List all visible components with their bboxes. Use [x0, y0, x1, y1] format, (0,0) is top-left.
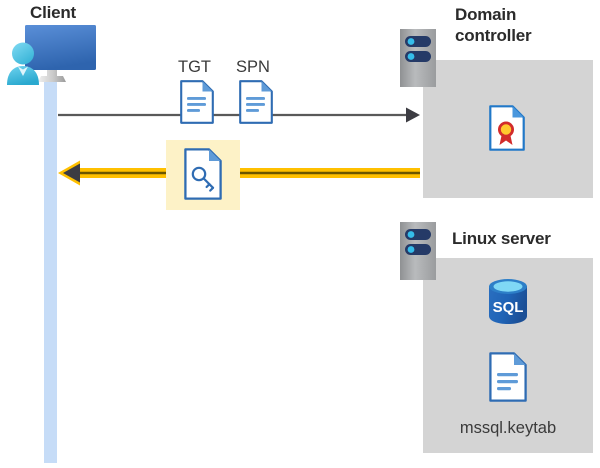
user-at-computer-icon [6, 24, 98, 86]
keytab-file-label: mssql.keytab [459, 419, 557, 437]
sql-icon-label: SQL [493, 299, 524, 316]
document-icon [180, 80, 214, 124]
document-icon [239, 80, 273, 124]
sql-database-icon: SQL [486, 277, 530, 325]
server-rack-icon [400, 29, 436, 87]
page-title-client: Client [30, 3, 77, 22]
message-artifact-label-spn: SPN [236, 58, 270, 76]
document-icon [489, 352, 527, 402]
page-title-domain-controller: Domain controller [455, 5, 532, 45]
server-rack-icon [400, 222, 436, 280]
arrow-domain-controller-to-client [58, 158, 420, 188]
message-artifact-label-tgt: TGT [178, 58, 211, 76]
arrow-client-to-domain-controller [58, 104, 420, 126]
client-lifeline [44, 76, 57, 463]
page-title-linux-server: Linux server [452, 229, 551, 248]
certificate-document-icon [489, 105, 525, 151]
key-document-icon [184, 148, 222, 200]
